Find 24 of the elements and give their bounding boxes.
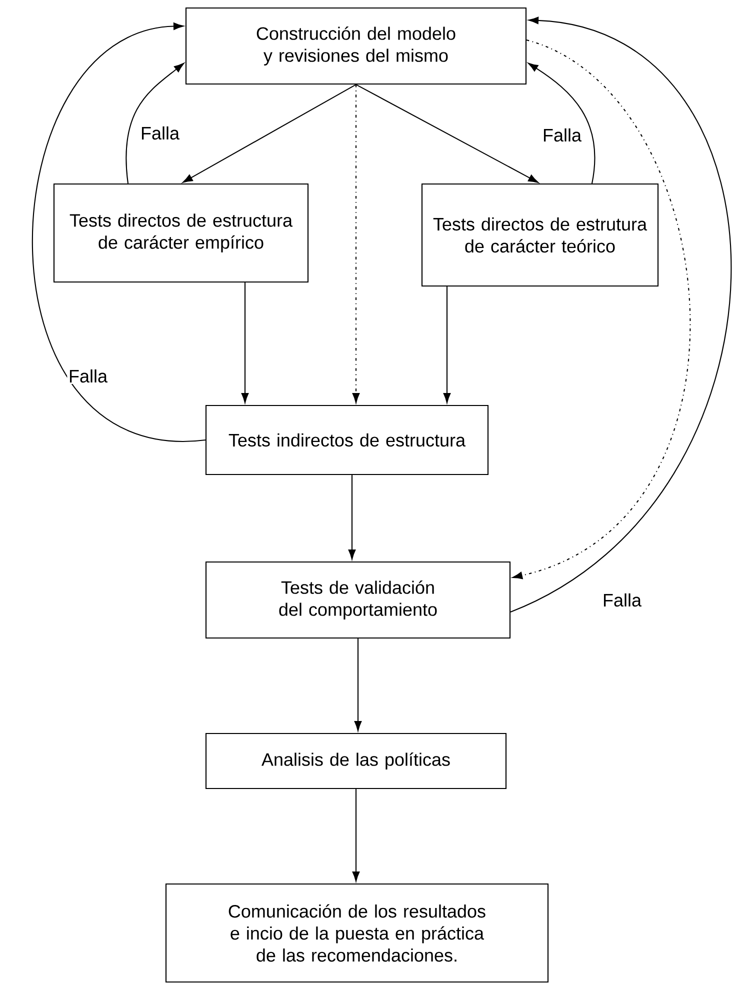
arrow (528, 62, 596, 184)
edge-label: Falla (541, 127, 583, 143)
process-box: Comunicación de los resultados e incio de la puesta en práctica de las recomendaciones. (165, 883, 549, 983)
arrow (32, 22, 206, 441)
arrow (356, 84, 538, 183)
process-box: Tests directos de estructura de carácter empírico (53, 183, 309, 283)
arrow (443, 286, 451, 404)
arrow (512, 40, 690, 580)
arrow (348, 475, 356, 560)
arrow (126, 63, 184, 184)
arrow (352, 789, 360, 882)
arrow (241, 282, 249, 404)
arrow (182, 84, 356, 183)
arrow (352, 84, 360, 404)
arrow (510, 16, 732, 612)
process-box: Analisis de las políticas (205, 732, 507, 790)
process-box: Tests indirectos de estructura (205, 404, 489, 476)
process-box: Tests directos de estrutura de carácter teórico (421, 183, 659, 287)
arrow (354, 638, 362, 732)
edge-label: Falla (601, 592, 643, 608)
edge-label: Falla (139, 125, 181, 141)
process-box: Construcción del modelo y revisiones del mismo (185, 7, 527, 85)
edge-label: Falla (67, 368, 109, 384)
process-box: Tests de validación del comportamiento (205, 561, 511, 639)
